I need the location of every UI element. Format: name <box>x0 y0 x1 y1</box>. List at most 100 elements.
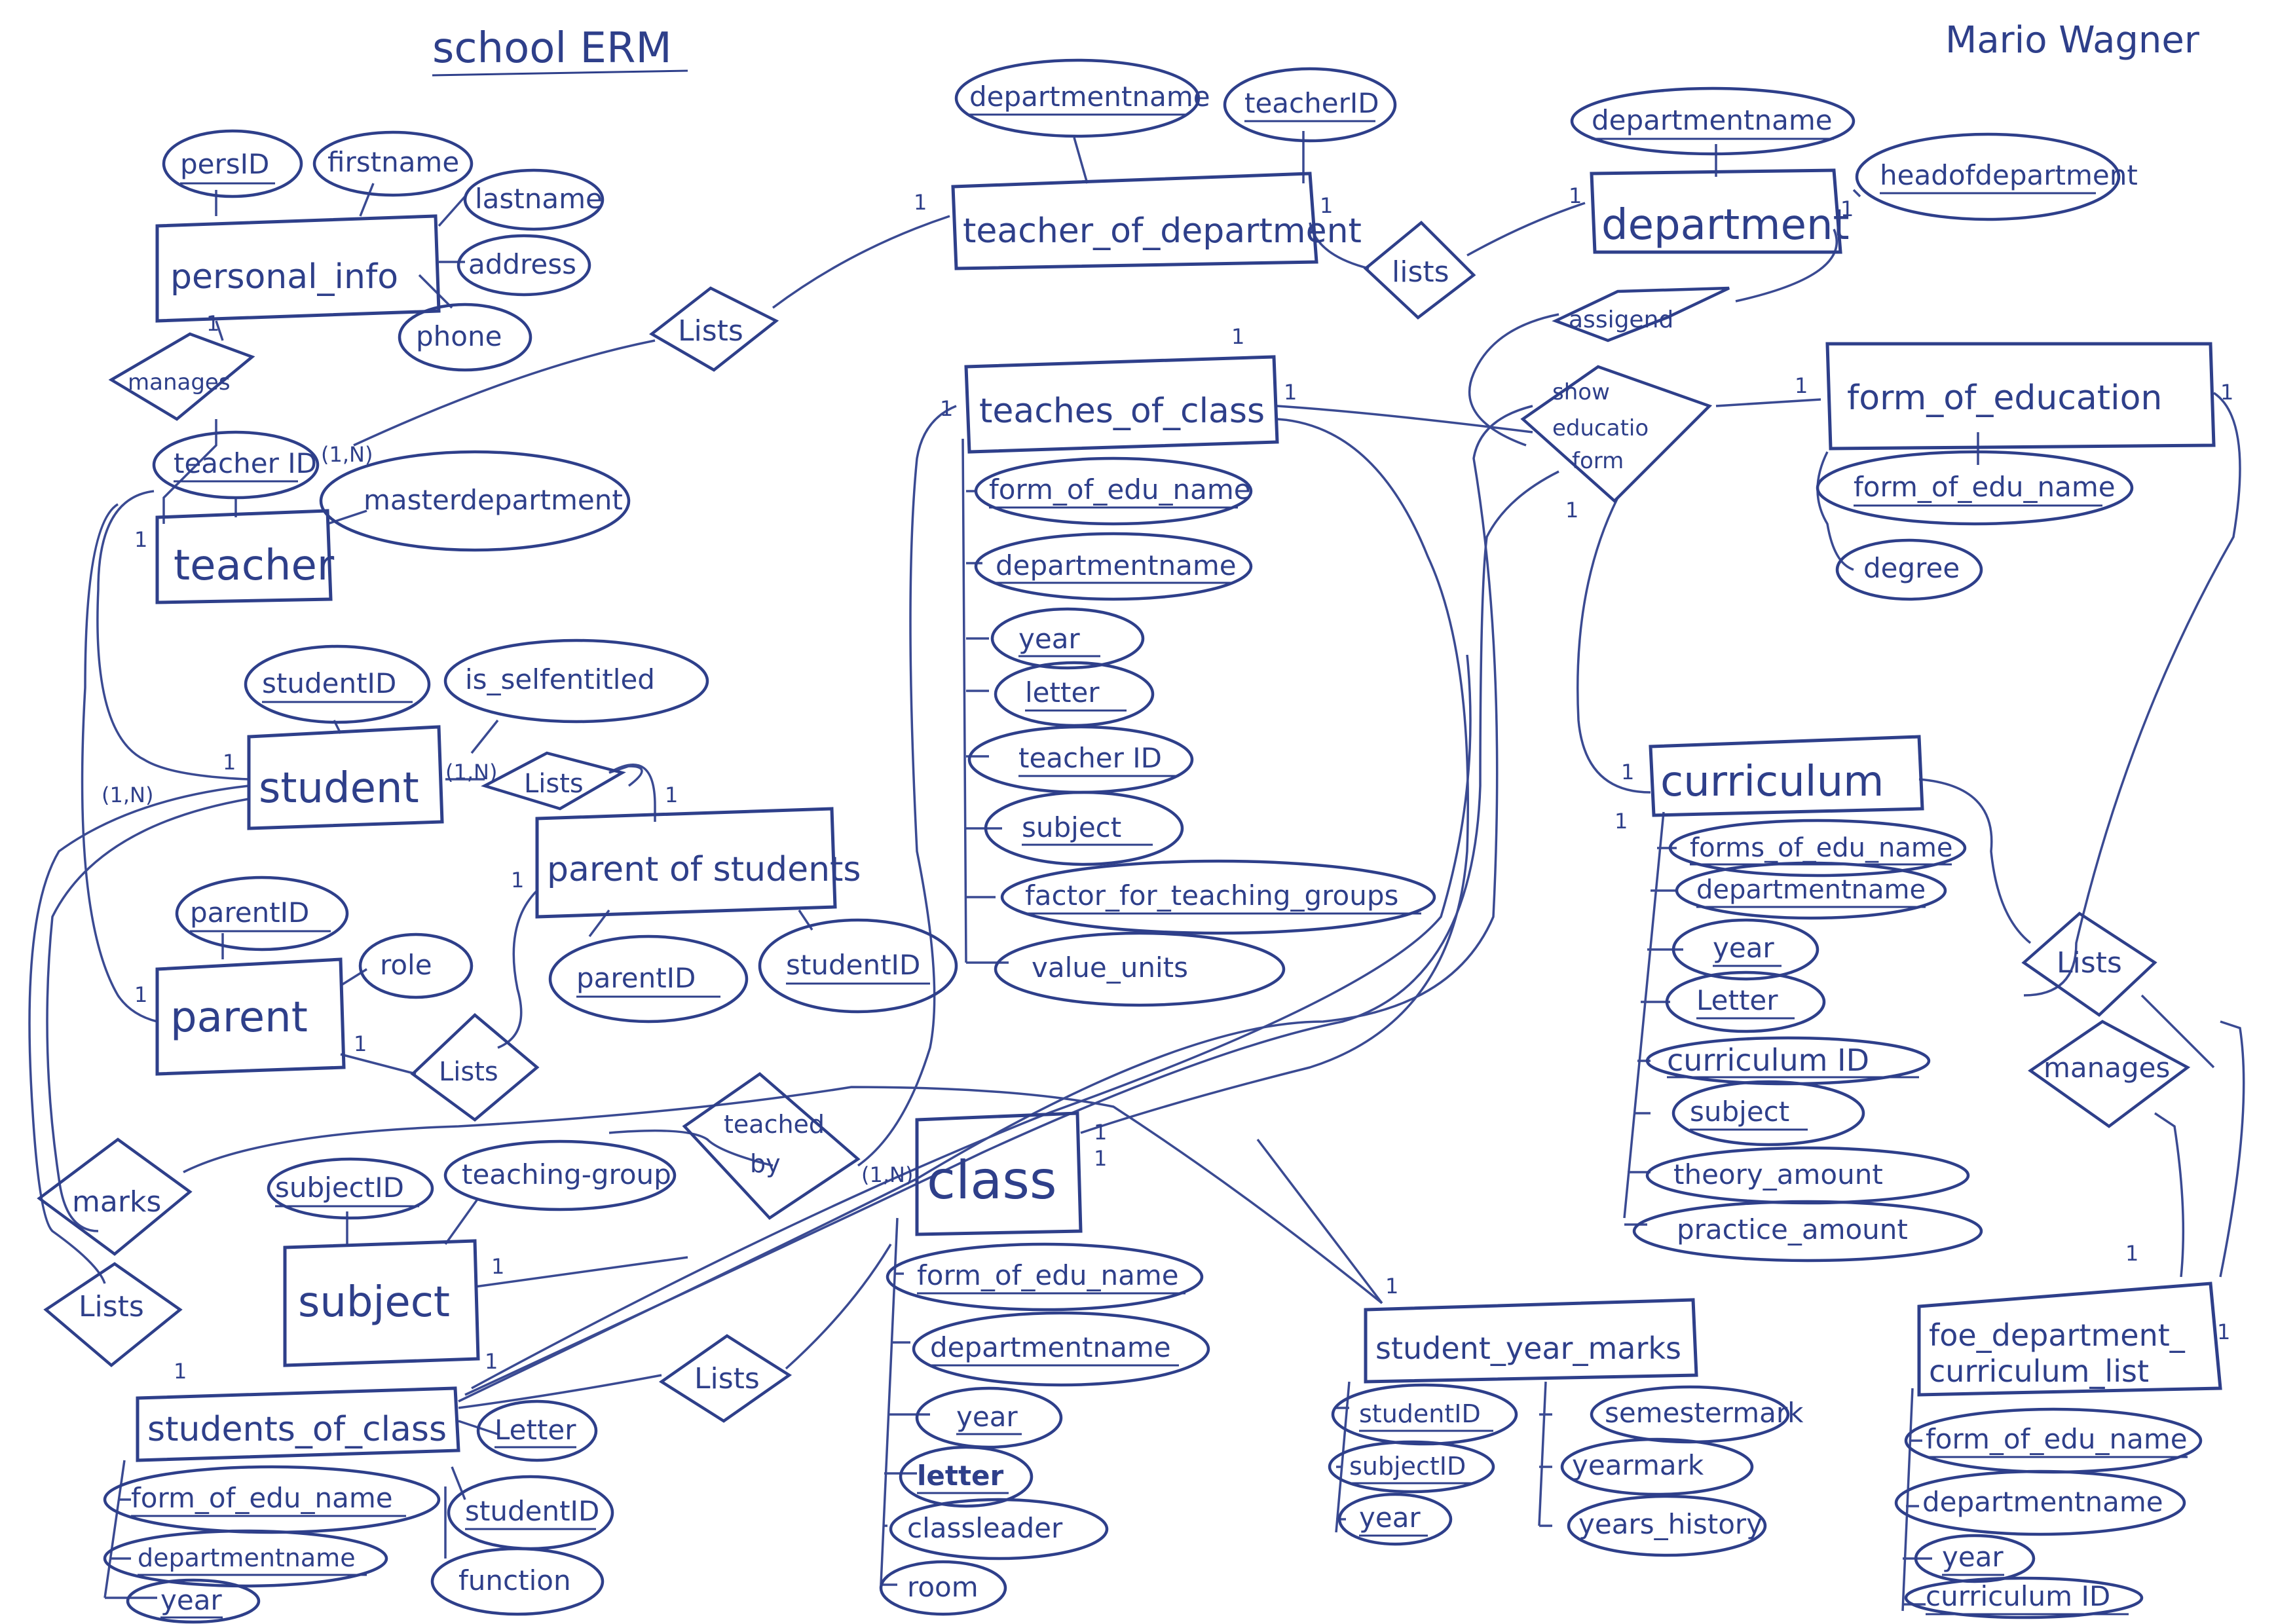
attribute-toc-value-units[interactable]: value_units <box>994 931 1286 1007</box>
attribute-is-selfentitled[interactable]: is_selfentitled <box>443 638 709 724</box>
entity-subject[interactable]: subject <box>283 1239 480 1367</box>
entity-teacher-of-department[interactable]: teacher_of_department <box>951 172 1362 270</box>
attribute-fdcl-form-of-edu-name[interactable]: form_of_edu_name <box>1904 1407 2203 1474</box>
entity-label-line-1: foe_department_ <box>1929 1318 2186 1353</box>
attribute-subject-id[interactable]: subjectID <box>267 1157 434 1220</box>
attribute-toc-departmentname[interactable]: departmentname <box>974 532 1253 601</box>
attribute-cls-form-of-edu-name[interactable]: form_of_edu_name <box>886 1242 1204 1312</box>
entity-label: teaches_of_class <box>979 392 1265 431</box>
attribute-phone[interactable]: phone <box>398 303 532 372</box>
attribute-toc-subject[interactable]: subject <box>984 790 1184 866</box>
attribute-label: masterdepartment <box>364 484 623 516</box>
attribute-label: factor_for_teaching_groups <box>1025 879 1398 912</box>
attribute-head-of-department[interactable]: headofdepartment <box>1855 132 2138 221</box>
attribute-student-id[interactable]: studentID <box>244 644 431 724</box>
attribute-sym-semestermark[interactable]: semestermark <box>1590 1385 1804 1444</box>
attribute-masterdepartment[interactable]: masterdepartment <box>319 450 631 552</box>
relationship-lists-teacher[interactable]: Lists <box>648 286 779 372</box>
relationship-show-education-form[interactable]: show educatio form <box>1520 365 1713 504</box>
attribute-label: subjectID <box>275 1172 404 1204</box>
attribute-foe-degree[interactable]: degree <box>1835 538 1983 601</box>
attribute-parent-id[interactable]: parentID <box>175 876 349 951</box>
attribute-cls-room[interactable]: room <box>879 1560 1007 1616</box>
attribute-toc-letter[interactable]: letter <box>994 661 1155 728</box>
attribute-role[interactable]: role <box>358 932 474 999</box>
attribute-label: practice_amount <box>1677 1213 1908 1246</box>
attribute-firstname[interactable]: firstname <box>312 130 474 197</box>
attribute-sym-years-history[interactable]: years_history <box>1567 1494 1767 1557</box>
entity-parent[interactable]: parent <box>155 957 346 1076</box>
entity-students-of-class[interactable]: students_of_class <box>136 1386 460 1462</box>
entity-label: student <box>259 764 419 813</box>
attribute-soc-departmentname[interactable]: departmentname <box>103 1529 388 1588</box>
relationship-lists-class[interactable]: Lists <box>658 1334 793 1423</box>
attribute-sym-yearmark[interactable]: yearmark <box>1560 1437 1754 1496</box>
attribute-label: subject <box>1690 1096 1789 1128</box>
relationship-lists-parent[interactable]: Lists <box>410 1012 540 1122</box>
entity-teacher[interactable]: teacher <box>155 509 335 604</box>
attribute-sym-student-id[interactable]: studentID <box>1331 1383 1518 1446</box>
attribute-cls-letter[interactable]: letter <box>899 1445 1034 1508</box>
attribute-sym-subject-id[interactable]: subjectID <box>1328 1440 1495 1494</box>
attribute-toc-form-of-edu-name[interactable]: form_of_edu_name <box>974 456 1253 526</box>
attribute-cur-departmentname[interactable]: departmentname <box>1675 861 1947 920</box>
attribute-fdcl-curriculum-id[interactable]: curriculum ID <box>1904 1576 2144 1619</box>
attribute-pos-parent-id[interactable]: parentID <box>548 934 749 1024</box>
attribute-cur-curriculum-id[interactable]: curriculum ID <box>1645 1036 1931 1086</box>
attribute-cur-practice-amount[interactable]: practice_amount <box>1632 1200 1983 1263</box>
attribute-cls-year[interactable]: year <box>915 1386 1063 1449</box>
attribute-fdcl-year[interactable]: year <box>1914 1534 2036 1583</box>
relationship-lists-right[interactable]: Lists <box>2021 912 2157 1017</box>
entity-class[interactable]: class <box>915 1111 1083 1236</box>
attribute-toc-year[interactable]: year <box>990 607 1145 670</box>
attribute-label: semestermark <box>1605 1397 1804 1429</box>
entity-form-of-education[interactable]: form_of_education <box>1825 342 2216 451</box>
relationship-teached-by[interactable]: teached by <box>682 1072 861 1220</box>
attribute-label: teacherID <box>1244 87 1379 119</box>
attribute-cur-subject[interactable]: subject <box>1671 1080 1865 1147</box>
attribute-cur-letter[interactable]: Letter <box>1665 970 1826 1033</box>
attribute-tod-teacher-id[interactable]: teacherID <box>1223 67 1397 143</box>
attribute-fdcl-departmentname[interactable]: departmentname <box>1894 1469 2186 1536</box>
relationship-manages-top[interactable]: manages <box>108 332 255 421</box>
entity-foe-department-curriculum-list[interactable]: foe_department_ curriculum_list <box>1917 1282 2222 1397</box>
attribute-cur-year[interactable]: year <box>1671 918 1819 981</box>
relationship-lists-department[interactable]: lists <box>1363 220 1476 320</box>
entity-student[interactable]: student <box>247 725 444 830</box>
attribute-cur-forms-of-edu-name[interactable]: forms_of_edu_name <box>1668 819 1967 877</box>
attribute-soc-student-id[interactable]: studentID <box>447 1475 614 1551</box>
attribute-toc-factor-for-teaching-groups[interactable]: factor_for_teaching_groups <box>1000 859 1436 935</box>
relationship-marks[interactable]: marks <box>37 1137 193 1256</box>
entity-parent-of-students[interactable]: parent of students <box>535 807 861 919</box>
relationship-assigned[interactable]: assigend <box>1552 286 1730 342</box>
attribute-soc-function[interactable]: function <box>430 1547 605 1616</box>
attribute-pers-id[interactable]: persID <box>162 129 303 198</box>
attribute-cls-classleader[interactable]: classleader <box>889 1498 1109 1560</box>
attribute-teacher-id[interactable]: teacher ID <box>152 430 320 500</box>
entity-teaches-of-class[interactable]: teaches_of_class <box>964 355 1279 454</box>
entity-student-year-marks[interactable]: student_year_marks <box>1364 1298 1698 1384</box>
entity-curriculum[interactable]: curriculum <box>1649 735 1924 817</box>
attribute-foe-form-of-edu-name[interactable]: form_of_edu_name <box>1816 450 2134 526</box>
attribute-soc-year[interactable]: year <box>126 1578 261 1624</box>
attribute-toc-teacher-id[interactable]: teacher ID <box>967 725 1194 794</box>
attribute-label: is_selfentitled <box>465 663 655 695</box>
attribute-address[interactable]: address <box>457 234 591 297</box>
entity-personal-info[interactable]: personal_info <box>155 214 441 323</box>
attribute-tod-departmentname[interactable]: departmentname <box>954 58 1210 138</box>
attribute-teaching-group[interactable]: teaching-group <box>443 1139 677 1211</box>
attribute-dep-departmentname[interactable]: departmentname <box>1570 86 1856 156</box>
attribute-lastname[interactable]: lastname <box>463 168 605 231</box>
relationship-manages-right[interactable]: manages <box>2028 1020 2191 1128</box>
relationship-lists-left[interactable]: Lists <box>43 1262 183 1367</box>
attribute-sym-year[interactable]: year <box>1337 1492 1453 1546</box>
attribute-soc-form-of-edu-name[interactable]: form_of_edu_name <box>103 1465 441 1534</box>
entity-department[interactable]: department <box>1590 168 1850 254</box>
relationship-lists-parent-student[interactable]: Lists <box>481 751 626 811</box>
cardinality: 1 <box>206 311 219 336</box>
attribute-soc-letter[interactable]: Letter <box>476 1399 598 1462</box>
attribute-label: subjectID <box>1349 1452 1466 1481</box>
attribute-cls-departmentname[interactable]: departmentname <box>912 1311 1210 1387</box>
attribute-cur-theory-amount[interactable]: theory_amount <box>1645 1146 1970 1205</box>
attribute-pos-student-id[interactable]: studentID <box>758 918 958 1014</box>
